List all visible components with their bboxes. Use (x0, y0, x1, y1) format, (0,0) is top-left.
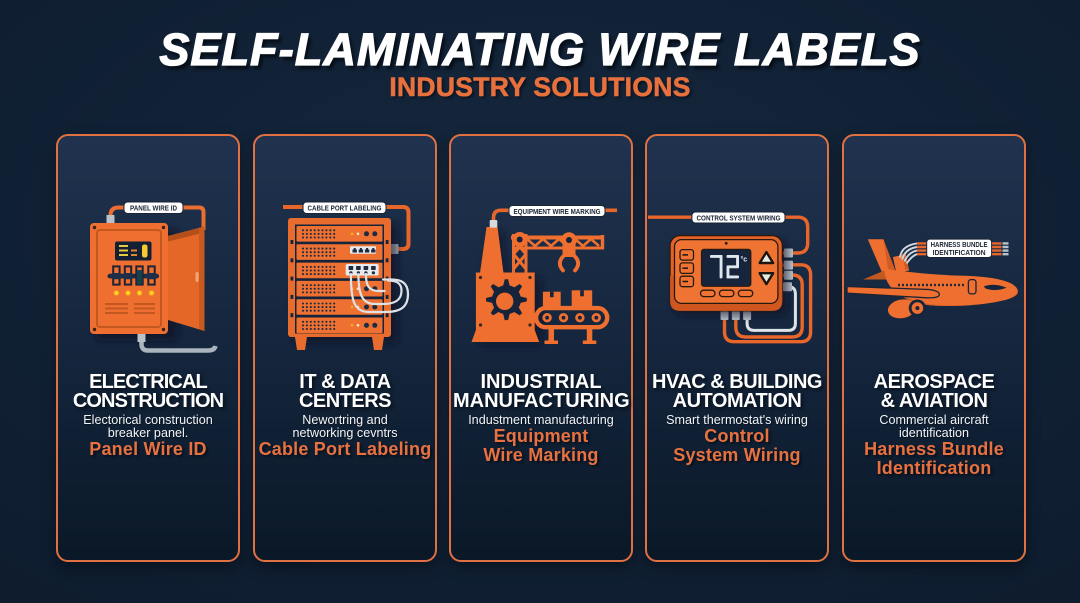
svg-text:CABLE PORT LABELING: CABLE PORT LABELING (308, 204, 382, 213)
svg-text:HARNESS BUNDLE: HARNESS BUNDLE (931, 242, 988, 249)
svg-text:CONTROL SYSTEM WIRING: CONTROL SYSTEM WIRING (697, 213, 781, 222)
svg-text:PANEL WIRE ID: PANEL WIRE ID (130, 204, 177, 213)
svg-text:IDENTIFICATION: IDENTIFICATION (933, 250, 986, 257)
svg-text:EQUIPMENT WIRE MARKING: EQUIPMENT WIRE MARKING (514, 207, 601, 216)
svg-text:°c: °c (741, 256, 748, 264)
